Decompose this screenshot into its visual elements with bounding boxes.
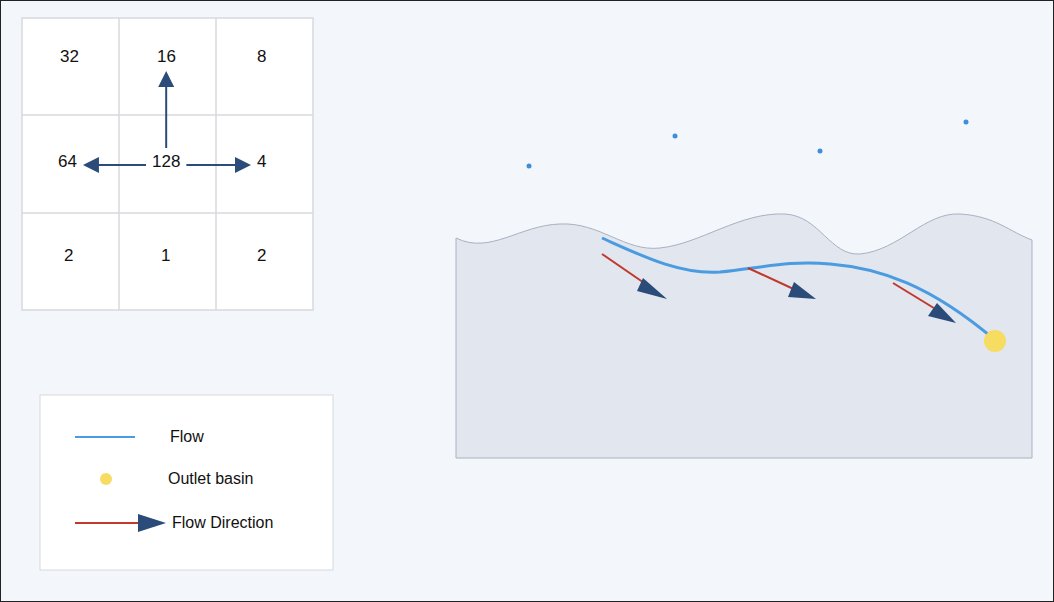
code-number: 32	[60, 47, 79, 67]
legend-label: Flow Direction	[172, 513, 273, 533]
code-number: 16	[157, 47, 176, 67]
code-number: 64	[58, 152, 77, 172]
code-number: 2	[64, 246, 73, 266]
legend-label: Flow	[170, 427, 204, 447]
direction-arrow	[83, 157, 146, 173]
direction-grid	[22, 18, 313, 310]
direction-code: 32	[56, 45, 83, 69]
code-number: 4	[257, 152, 266, 172]
direction-code: 64	[54, 150, 81, 174]
direction-code: 4	[253, 150, 270, 174]
direction-code: 128	[148, 150, 184, 174]
direction-code: 2	[253, 244, 270, 268]
direction-arrow	[186, 157, 251, 173]
legend-panel	[40, 395, 333, 570]
terrain-illustration	[456, 120, 1032, 459]
direction-code: 1	[157, 244, 174, 268]
code-number: 8	[257, 47, 266, 67]
direction-code: 8	[253, 45, 270, 69]
code-number: 1	[161, 246, 170, 266]
code-number: 128	[152, 152, 180, 172]
direction-arrow	[158, 71, 174, 148]
legend-label: Outlet basin	[168, 469, 253, 489]
direction-code: 2	[60, 244, 77, 268]
code-number: 2	[257, 246, 266, 266]
direction-code: 16	[153, 45, 180, 69]
